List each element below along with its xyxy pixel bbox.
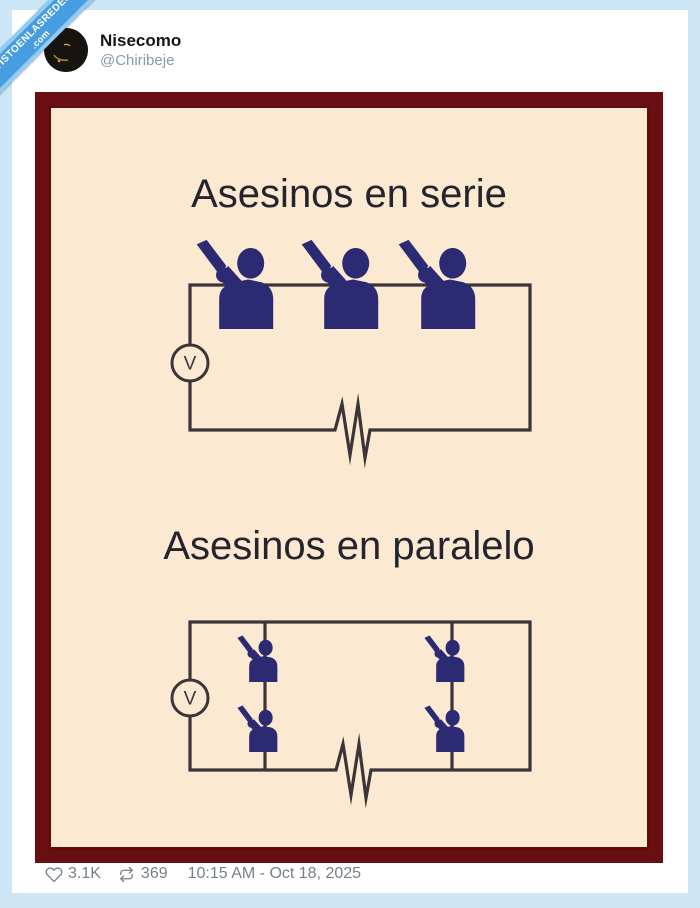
- circuit-diagram: V V: [170, 239, 532, 809]
- killer-figure: [237, 635, 278, 682]
- meme-image[interactable]: Asesinos en serie Asesinos en paralelo: [35, 92, 663, 863]
- avatar-image: [44, 28, 88, 72]
- svg-text:V: V: [184, 354, 197, 375]
- series-title: Asesinos en serie: [191, 172, 507, 216]
- like-button[interactable]: 3.1K: [45, 865, 101, 883]
- tweet-header: Nisecomo @Chiribeje: [44, 28, 181, 72]
- svg-text:V: V: [184, 689, 197, 710]
- meme-content: Asesinos en serie Asesinos en paralelo: [49, 106, 649, 849]
- parallel-title: Asesinos en paralelo: [163, 524, 535, 568]
- series-wire-loop: [188, 283, 532, 469]
- retweet-icon: [120, 866, 133, 882]
- heart-icon: [45, 867, 63, 883]
- timestamp[interactable]: 10:15 AM - Oct 18, 2025: [187, 865, 362, 882]
- retweet-count: 369: [140, 865, 168, 882]
- retweet-button[interactable]: 369: [117, 865, 168, 883]
- like-count: 3.1K: [68, 865, 101, 882]
- killer-figure: [424, 635, 465, 682]
- display-name[interactable]: Nisecomo: [100, 31, 182, 50]
- user-handle[interactable]: @Chiribeje: [100, 52, 175, 69]
- parallel-circuit: V: [170, 620, 532, 809]
- series-voltmeter-icon: V: [170, 343, 210, 383]
- tweet-card: Nisecomo @Chiribeje Asesinos en serie As…: [12, 10, 688, 893]
- series-circuit: V: [170, 239, 532, 469]
- killer-figure: [237, 705, 278, 752]
- killer-figure: [424, 705, 465, 752]
- user-names: Nisecomo @Chiribeje: [100, 30, 181, 70]
- tweet-footer: 3.1K 369 10:15 AM - Oct 18, 2025: [45, 863, 361, 885]
- avatar[interactable]: [44, 28, 88, 72]
- parallel-voltmeter-icon: V: [170, 678, 210, 718]
- parallel-wire-loop: [188, 620, 532, 809]
